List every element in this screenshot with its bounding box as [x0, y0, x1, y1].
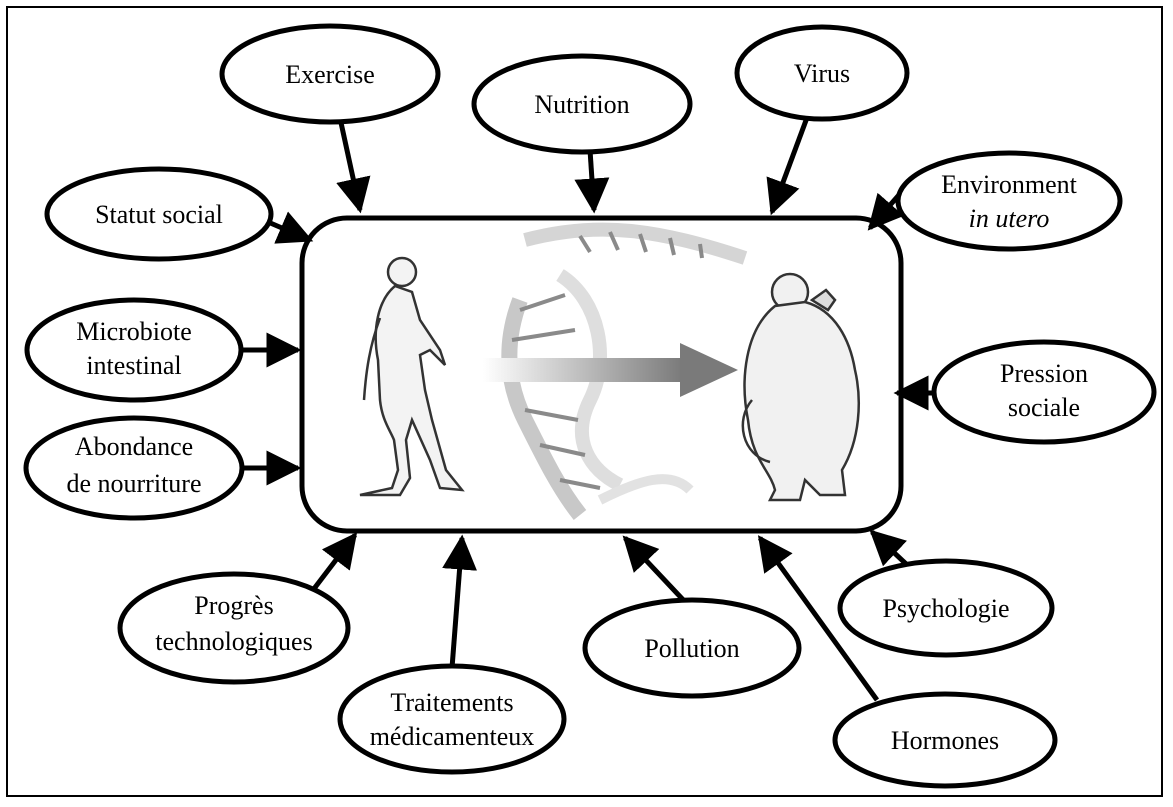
factor-label-nutrition: Nutrition	[534, 90, 629, 119]
arrow-nutrition	[574, 149, 610, 214]
factor-ellipse-nutrition	[471, 53, 693, 155]
factor-ellipse-progres	[117, 571, 351, 685]
factor-label-progres-line1: Progrès	[194, 591, 273, 620]
factor-label-abondance-line2: de nourriture	[66, 469, 201, 498]
factor-ellipse-microbiote	[24, 297, 244, 403]
factor-ellipse-exercise	[219, 23, 441, 125]
arrow-statut-social	[267, 211, 314, 244]
factor-label-microbiote-line2: intestinal	[86, 351, 181, 380]
factor-label-exercise: Exercise	[285, 60, 375, 89]
arrow-virus	[766, 114, 811, 216]
factor-ellipse-environment	[895, 150, 1123, 252]
factor-label-abondance-line1: Abondance	[75, 432, 193, 461]
slim-man-illustration	[359, 256, 465, 497]
arrow-traitements	[442, 534, 478, 669]
factor-label-progres-line2: technologiques	[155, 627, 312, 656]
factor-ellipse-hormones	[832, 691, 1058, 789]
factor-ellipse-psychologie	[837, 558, 1055, 658]
factor-label-statut-social: Statut social	[95, 200, 223, 229]
factor-label-hormones: Hormones	[891, 726, 999, 755]
factor-label-environment-line2: in utero	[969, 204, 1050, 233]
factor-ellipse-pression	[931, 339, 1157, 445]
factor-label-pollution: Pollution	[644, 634, 739, 663]
factor-label-microbiote-line1: Microbiote	[76, 317, 192, 346]
transition-arrow	[483, 343, 738, 397]
factor-label-pression-line2: sociale	[1008, 393, 1080, 422]
arrow-progres	[308, 532, 358, 596]
factor-label-environment-line1: Environment	[941, 170, 1078, 199]
factor-label-psychologie: Psychologie	[882, 594, 1009, 623]
arrow-pollution	[622, 535, 690, 607]
factor-ellipse-virus	[734, 24, 910, 122]
arrow-exercise	[336, 117, 371, 214]
factor-label-traitements-line1: Traitements	[390, 688, 513, 717]
factor-ellipse-abondance	[23, 415, 245, 521]
factor-ellipse-pollution	[582, 597, 802, 699]
factor-label-traitements-line2: médicamenteux	[370, 722, 535, 751]
obese-person-illustration	[741, 272, 860, 502]
arrow-hormones	[757, 535, 880, 702]
factor-ellipse-statut-social	[44, 166, 274, 262]
factor-label-pression-line1: Pression	[1000, 359, 1088, 388]
factor-label-virus: Virus	[794, 59, 850, 88]
factor-ellipse-traitements	[337, 663, 567, 775]
